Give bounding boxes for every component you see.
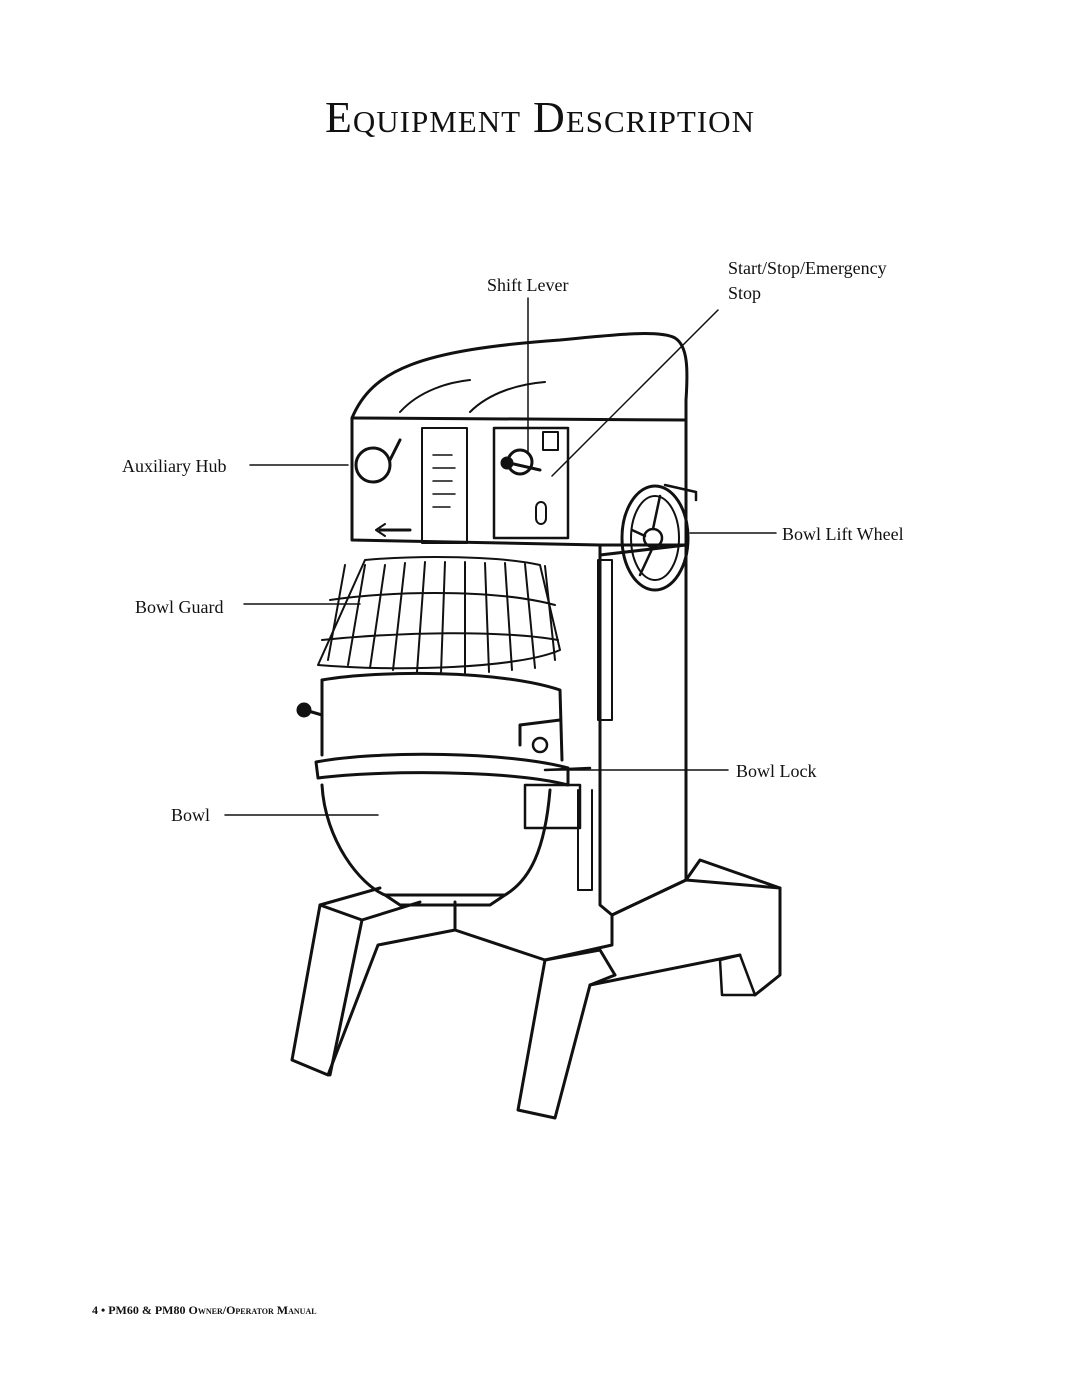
column-rails (577, 559, 613, 891)
leader-lines (224, 297, 777, 816)
footer-separator: • (101, 1303, 106, 1317)
auxiliary-hub (354, 438, 402, 484)
mixer-head (350, 332, 689, 557)
shift-lever (500, 448, 542, 476)
leader-start-stop (551, 309, 719, 477)
label-auxiliary-hub: Auxiliary Hub (122, 456, 227, 476)
label-bowl-lift-wheel: Bowl Lift Wheel (782, 524, 904, 544)
label-shift-lever: Shift Lever (487, 275, 569, 295)
bowl-lift-wheel (620, 483, 698, 592)
label-start-stop-line2: Stop (728, 283, 762, 303)
page-title: Equipment Description (325, 93, 755, 142)
label-start-stop-line1: Start/Stop/Emergency (728, 258, 887, 278)
bowl-guard (317, 556, 561, 674)
control-panel (375, 426, 570, 544)
manual-title: PM60 & PM80 Owner/Operator Manual (108, 1303, 317, 1317)
page-footer: 4 • PM60 & PM80 Owner/Operator Manual (92, 1303, 317, 1318)
label-bowl-guard: Bowl Guard (135, 597, 224, 617)
mixer-base (290, 858, 782, 1120)
bowl-lock (296, 702, 592, 830)
bowl-drawing (314, 671, 570, 907)
label-bowl: Bowl (171, 805, 211, 825)
label-bowl-lock: Bowl Lock (736, 761, 817, 781)
page-number: 4 (92, 1303, 98, 1317)
